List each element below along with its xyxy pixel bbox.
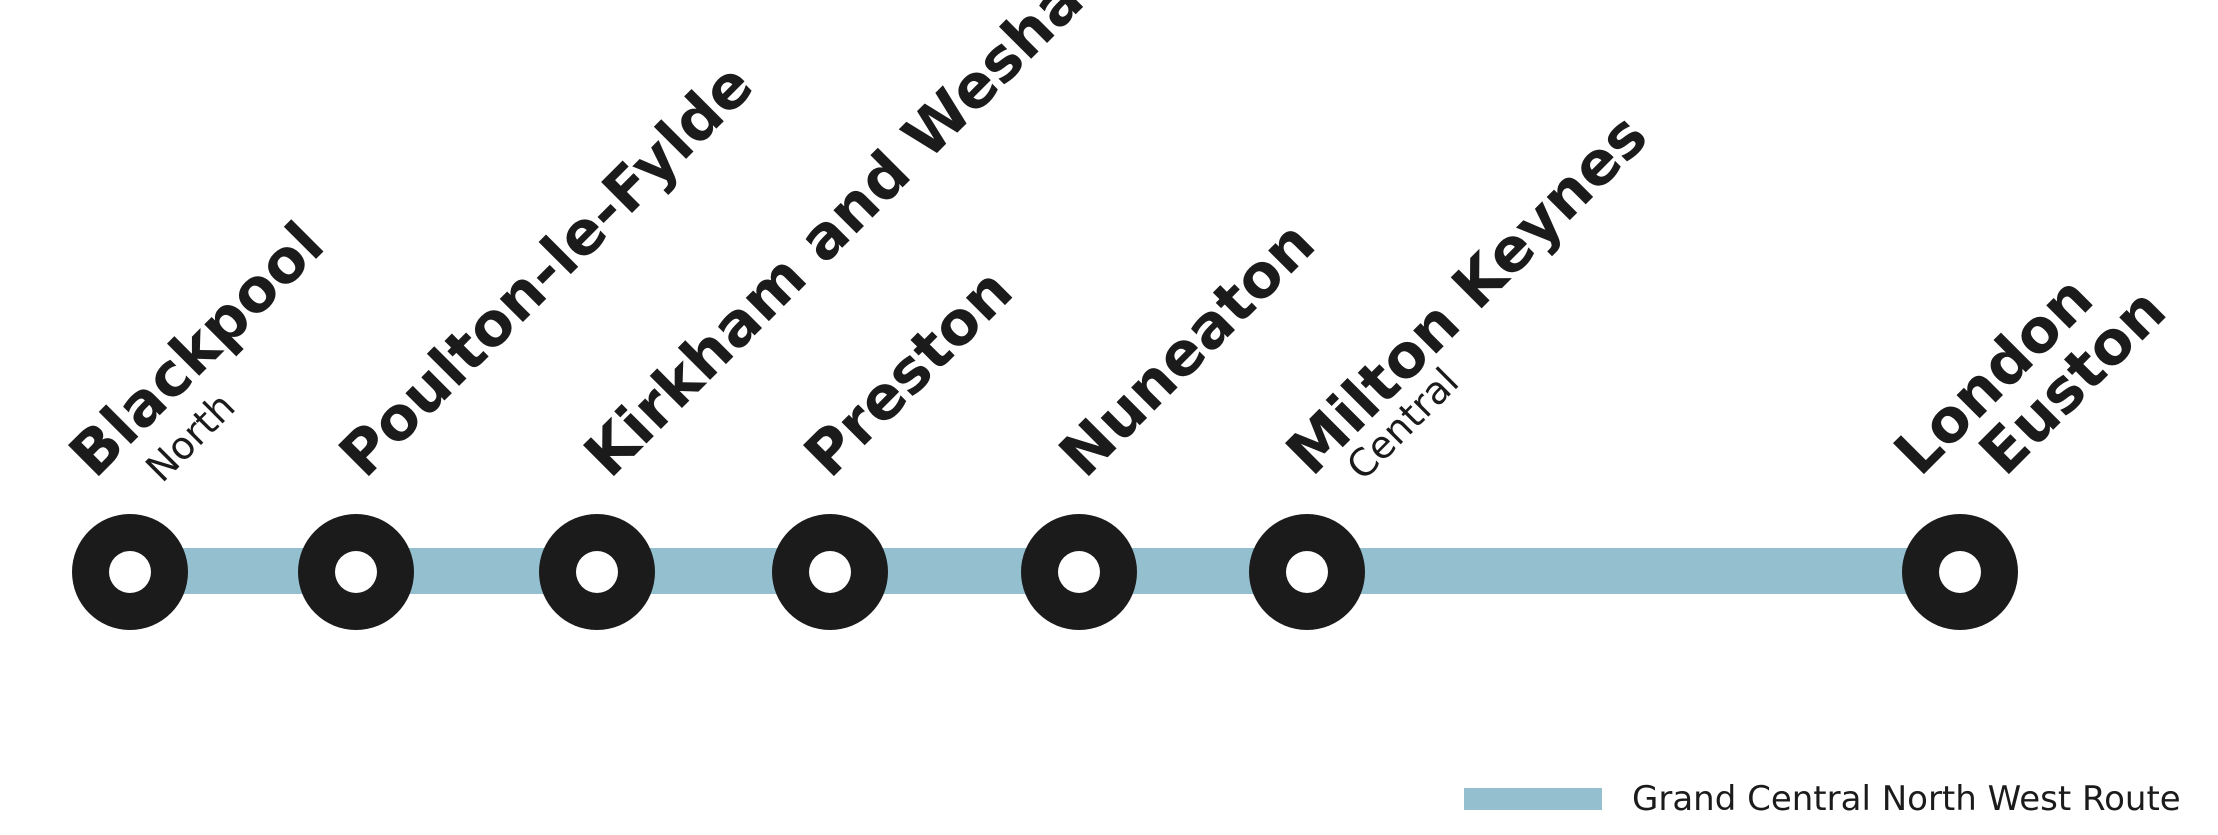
station-marker-center [109,551,151,593]
station-london-euston: London Euston [1881,263,2180,630]
station-marker-center [1058,551,1100,593]
station-marker-center [335,551,377,593]
route-line-swatch-icon [1464,788,1602,810]
station-name: Milton Keynes [1273,101,1661,489]
legend: Grand Central North West Route [1464,779,2181,819]
station-name: Preston [791,255,1026,490]
station-marker-center [809,551,851,593]
station-marker-center [1286,551,1328,593]
station-marker-center [1939,551,1981,593]
legend-label: Grand Central North West Route [1632,779,2181,819]
station-name: Poulton-le-Fylde [326,50,767,491]
station-marker-center [576,551,618,593]
